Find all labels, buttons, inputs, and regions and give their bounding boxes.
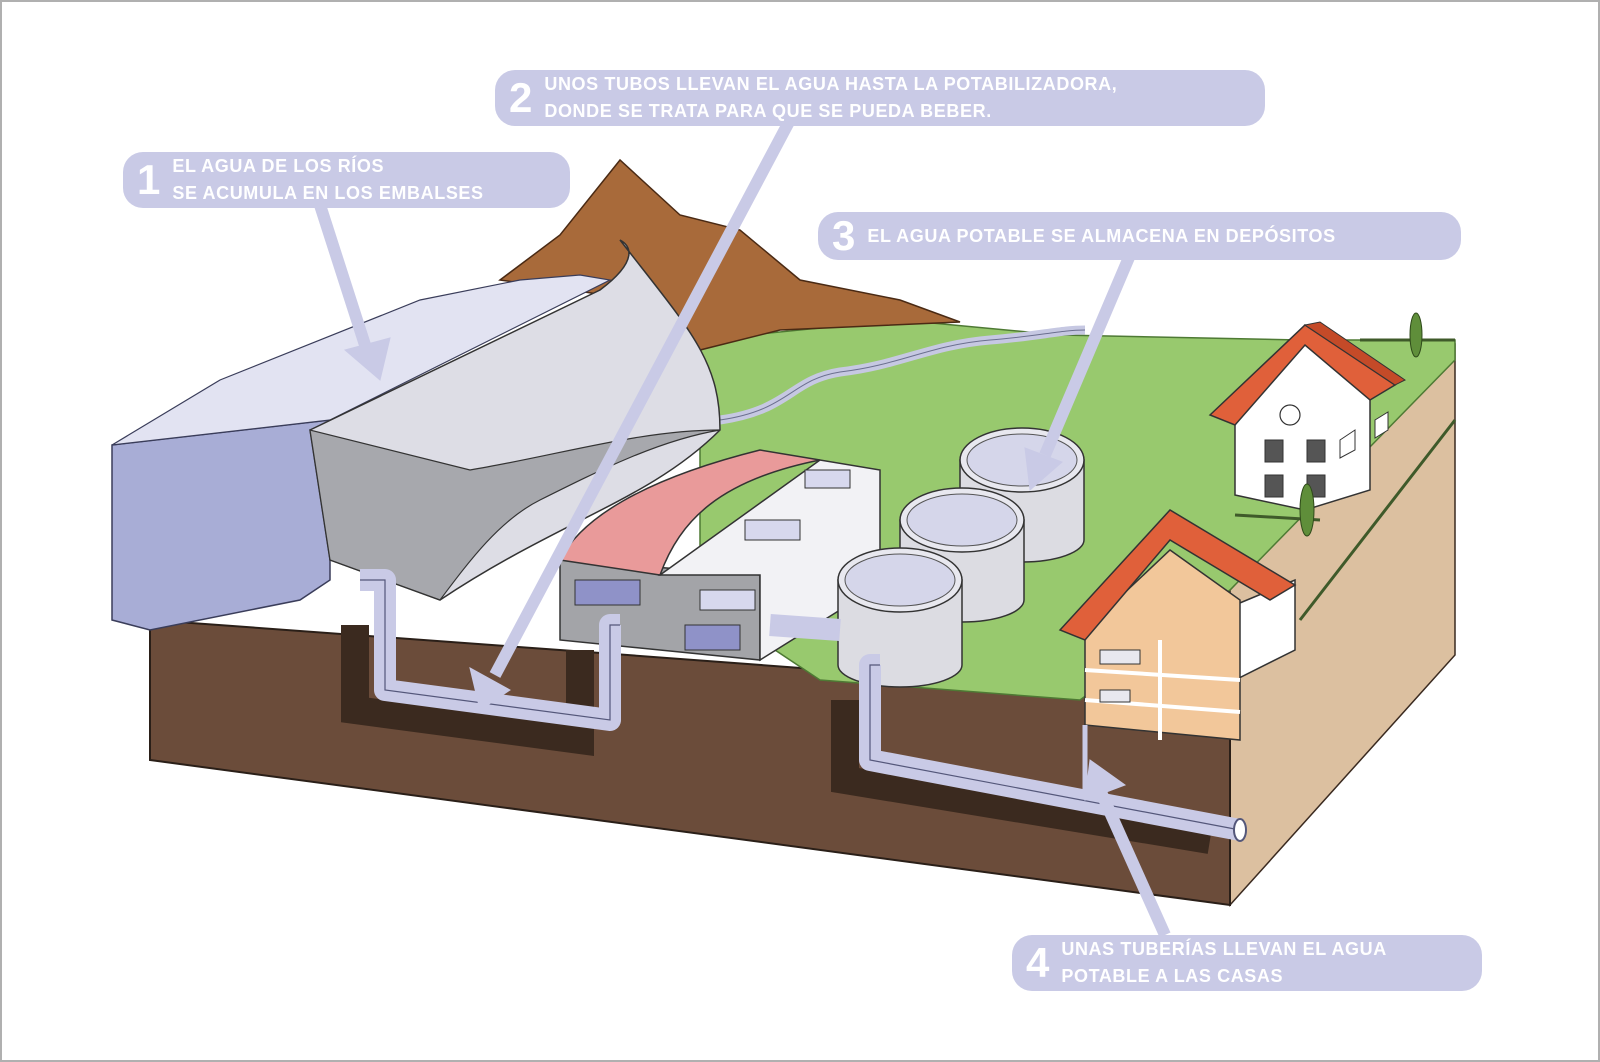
pipe-outline <box>360 579 620 721</box>
arrow-callout-4 <box>1094 787 1171 938</box>
house <box>1208 321 1406 511</box>
callout-2-number: 2 <box>509 74 533 121</box>
arrow-head-3 <box>1024 447 1063 492</box>
tree <box>1299 483 1315 537</box>
plant-basin <box>804 469 851 489</box>
storage-tank <box>837 547 963 688</box>
arrow-head-1 <box>343 337 391 381</box>
arrow-callout-1 <box>314 203 371 347</box>
callout-3-text: EL AGUA POTABLE SE ALMACENA EN DEPÓSITOS <box>867 225 1336 246</box>
arrow-head-4 <box>1084 759 1127 801</box>
callout-3-number: 3 <box>832 212 856 259</box>
river-outline <box>719 329 1086 421</box>
callout-4-text: UNAS TUBERÍAS LLEVAN EL AGUA POTABLE A L… <box>1061 939 1387 986</box>
pipe-plant-to-tank <box>769 614 841 641</box>
callout-1-number: 1 <box>137 156 161 203</box>
reservoir-water <box>111 419 331 631</box>
callout-4: 4 UNAS TUBERÍAS LLEVAN EL AGUA POTABLE A… <box>1012 935 1482 991</box>
pipe-outline <box>869 664 1241 831</box>
callout-arrows <box>314 117 1171 938</box>
house-cutaway <box>1058 509 1297 741</box>
plant-window <box>574 579 641 606</box>
arrow-callout-2 <box>489 117 796 678</box>
callout-1: 1 EL AGUA DE LOS RÍOS SE ACUMULA EN LOS … <box>123 152 570 208</box>
plant-window <box>684 624 741 651</box>
arrow-head-2 <box>469 667 511 711</box>
storage-tank <box>899 487 1025 623</box>
plant-basin <box>699 589 756 611</box>
callout-2-text: UNOS TUBOS LLEVAN EL AGUA HASTA LA POTAB… <box>544 74 1118 121</box>
plant-basin <box>744 519 801 541</box>
callout-2: 2 UNOS TUBOS LLEVAN EL AGUA HASTA LA POT… <box>495 70 1265 126</box>
tree <box>1409 312 1423 358</box>
pipe-shadow <box>831 700 1213 854</box>
pipe-shadow <box>341 625 594 756</box>
callout-4-number: 4 <box>1026 939 1050 986</box>
dam-face <box>309 429 721 601</box>
callout-1-text: EL AGUA DE LOS RÍOS SE ACUMULA EN LOS EM… <box>172 156 484 203</box>
treatment-plant-roof <box>558 449 821 576</box>
arrow-callout-3 <box>1039 252 1136 458</box>
pipe-opening <box>1233 818 1247 842</box>
callout-3: 3 EL AGUA POTABLE SE ALMACENA EN DEPÓSIT… <box>818 212 1461 260</box>
